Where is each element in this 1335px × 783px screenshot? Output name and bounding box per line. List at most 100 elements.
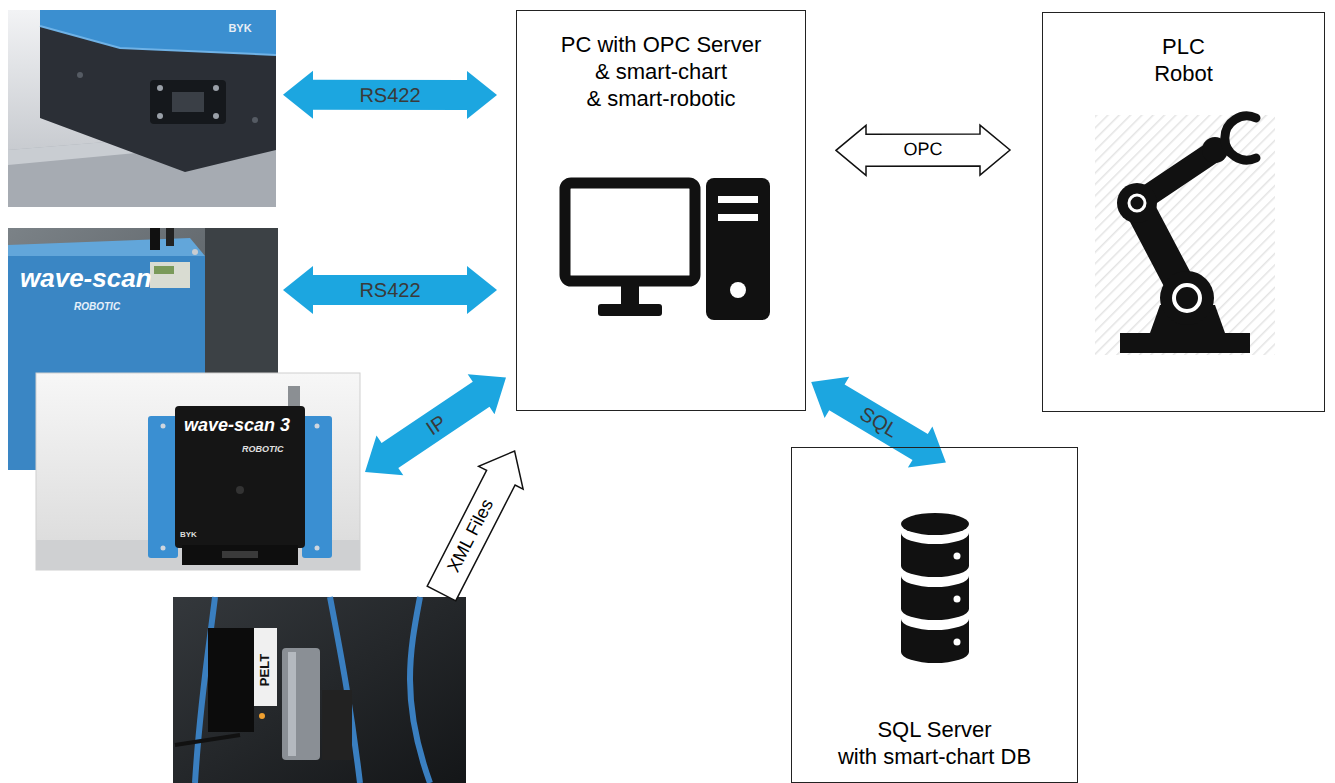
device-photo-part: [8, 10, 276, 207]
device-photo-part: [213, 85, 219, 91]
device-photo-part: [182, 545, 298, 565]
connector-label: RS422: [359, 279, 420, 301]
device-photo: BYK: [8, 10, 276, 207]
text-line: SQL Server: [838, 716, 1031, 743]
device-photo-part: [157, 113, 163, 119]
text-line: with smart-chart DB: [838, 743, 1031, 770]
device-photo-part: [150, 228, 160, 250]
device-photo-part: [236, 486, 244, 494]
text-line: Robot: [1154, 60, 1213, 87]
sensor-photo-part: [175, 735, 240, 745]
sensor-photo-part: [208, 628, 254, 732]
connector-label: OPC: [903, 140, 942, 160]
sensor-photo-part: [322, 690, 352, 760]
device-label: ROBOTIC: [74, 301, 120, 313]
computer-icon-part: [706, 178, 770, 320]
device-photo-part: [161, 546, 166, 551]
device-photo-part: [161, 424, 166, 429]
device-label: wave-scan: [20, 264, 152, 294]
device-label: PELT: [258, 654, 273, 686]
device-photo-part: [77, 72, 83, 78]
computer-icon-part: [598, 304, 662, 316]
pc-box: PC with OPC Server & smart-chart & smart…: [516, 10, 806, 411]
device-photo-part: [36, 373, 360, 570]
robot-icon-part: [1225, 116, 1256, 160]
computer-icon-part: [621, 286, 639, 306]
connector-arrow: [283, 71, 497, 119]
connector-label: XML Files: [444, 496, 498, 576]
text-line: & smart-robotic: [561, 85, 762, 112]
sensor-photo-part: [254, 628, 277, 706]
database-icon-part: [954, 639, 961, 646]
device-photo-part: [150, 80, 226, 124]
device-photo-part: [288, 386, 300, 406]
connector-arrow: [283, 266, 497, 314]
robot-icon-part: [1174, 285, 1200, 311]
database-icon-part: [954, 596, 961, 603]
database-icon-part: [954, 553, 961, 560]
computer-icon-part: [565, 183, 695, 281]
device-label: BYK: [228, 22, 251, 35]
device-photo-part: [222, 551, 258, 558]
device-photo-part: [315, 424, 320, 429]
database-icon-part: [901, 576, 969, 620]
device-photo-part: [315, 546, 320, 551]
robot-icon-part: [1129, 195, 1145, 211]
device-photo-part: [40, 26, 276, 172]
robot-icon-part: [1117, 183, 1157, 223]
text-line: PLC: [1154, 33, 1213, 60]
device-label: BYK: [180, 530, 197, 539]
device-photo-part: [252, 117, 258, 123]
text-line: & smart-chart: [561, 58, 762, 85]
node-text: PC with OPC Server & smart-chart & smart…: [561, 31, 762, 112]
connector-arrow: [811, 377, 946, 468]
device-photo-part: [150, 262, 190, 288]
connector-label: SQL: [856, 402, 902, 441]
device-label: wave-scan 3: [184, 415, 290, 436]
device-photo-part: [192, 249, 198, 255]
node-text: PLC Robot: [1154, 33, 1213, 87]
computer-icon-part: [730, 282, 746, 298]
database-icon-part: [901, 513, 969, 535]
device-photo-part: [172, 92, 204, 112]
plc-box: PLC Robot: [1042, 12, 1325, 412]
computer-icon: [565, 178, 770, 320]
robot-icon-part: [1160, 271, 1214, 325]
database-box: SQL Server with smart-chart DB: [791, 447, 1078, 783]
computer-icon-part: [718, 196, 758, 203]
sensor-photo: [173, 597, 466, 783]
robot-icon-part: [1095, 115, 1275, 355]
device-photo-part: [8, 238, 205, 256]
sensor-photo-part: [410, 597, 430, 783]
device-photo: [8, 10, 276, 207]
device-photo-part: [302, 416, 332, 558]
device-photo: [36, 373, 360, 570]
database-icon-part: [901, 619, 969, 663]
sensor-photo-part: [282, 648, 320, 760]
sensor-photo: PELT: [173, 597, 466, 783]
device-photo-part: [166, 228, 174, 246]
device-photo-part: [154, 266, 174, 274]
robot-icon: [1095, 115, 1275, 355]
text-line: PC with OPC Server: [561, 31, 762, 58]
sensor-photo-part: [173, 597, 466, 783]
connector-label: RS422: [359, 84, 420, 106]
sensor-photo-part: [288, 652, 296, 756]
device-label: ROBOTIC: [242, 444, 284, 454]
connector-label: IP: [422, 410, 450, 439]
node-text: SQL Server with smart-chart DB: [838, 716, 1031, 770]
device-photo-part: [148, 416, 178, 558]
device-photo-part: [175, 406, 305, 548]
computer-icon-part: [718, 214, 758, 221]
connector-arrow: [836, 125, 1010, 175]
device-photo-part: [157, 85, 163, 91]
database-icon: [901, 513, 969, 663]
sensor-photo-part: [259, 713, 265, 719]
robot-icon-part: [1120, 333, 1250, 353]
device-photo-part: [213, 113, 219, 119]
